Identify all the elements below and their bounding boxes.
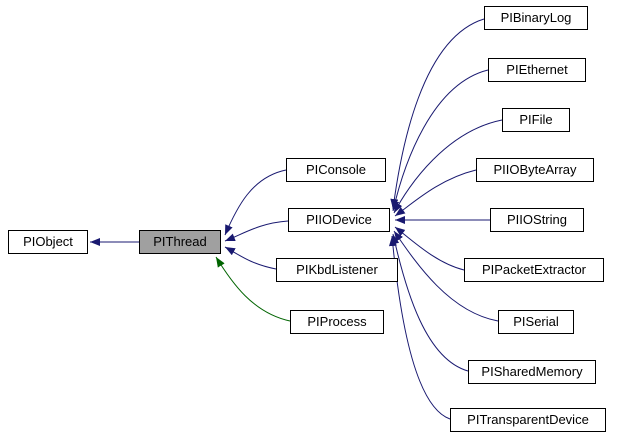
node-piprocess[interactable]: PIProcess [290, 310, 384, 334]
node-piiostring[interactable]: PIIOString [490, 208, 584, 232]
edge-pisharedmemory-to-piiodevice [391, 233, 469, 372]
edge-pibinarylog-to-piiodevice [390, 18, 485, 210]
node-piserial[interactable]: PISerial [498, 310, 574, 334]
node-piconsole[interactable]: PIConsole [286, 158, 386, 182]
edge-piprocess-to-pithread [215, 256, 291, 322]
node-pipacketextractor[interactable]: PIPacketExtractor [464, 258, 604, 282]
edge-piserial-to-piiodevice [393, 230, 499, 322]
node-piiobytearray[interactable]: PIIOByteArray [476, 158, 594, 182]
edge-pipacketextractor-to-piiodevice [394, 226, 465, 271]
edge-piiodevice-to-pithread [224, 220, 289, 242]
edge-piethernet-to-piiodevice [391, 69, 489, 212]
node-pitransparentdevice[interactable]: PITransparentDevice [450, 408, 606, 432]
node-pifile[interactable]: PIFile [502, 108, 570, 132]
node-piobject[interactable]: PIObject [8, 230, 88, 254]
node-pisharedmemory[interactable]: PISharedMemory [468, 360, 596, 384]
edge-piiobytearray-to-piiodevice [394, 169, 477, 217]
node-piiodevice[interactable]: PIIODevice [288, 208, 390, 232]
node-piethernet[interactable]: PIEthernet [488, 58, 586, 82]
node-pithread[interactable]: PIThread [139, 230, 221, 254]
node-pibinarylog[interactable]: PIBinaryLog [484, 6, 588, 30]
edge-piconsole-to-pithread [224, 169, 287, 236]
edge-pifile-to-piiodevice [393, 119, 503, 214]
node-pikbdlistener[interactable]: PIKbdListener [276, 258, 398, 282]
edge-pikbdlistener-to-pithread [224, 246, 277, 270]
